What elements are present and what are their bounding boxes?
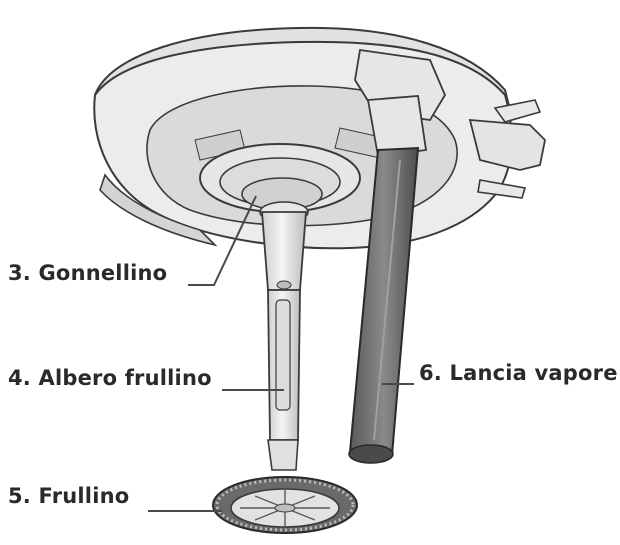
shaft-neck: [267, 439, 299, 471]
whisk: [212, 476, 358, 534]
label-albero-frullino: 4. Albero frullino: [8, 366, 212, 390]
wand-highlight: [373, 159, 401, 441]
leader-gonnellino: [188, 195, 257, 286]
shaft-slot: [275, 299, 291, 411]
wand-tip: [348, 444, 394, 464]
wand-collar: [366, 95, 428, 157]
side-connector-arm-lower: [477, 179, 527, 199]
leader-lines: [148, 195, 414, 512]
label-frullino: 5. Frullino: [8, 484, 130, 508]
shaft-pin: [276, 280, 292, 290]
whisk-hub: [274, 503, 296, 513]
side-connector: [468, 118, 546, 171]
skirt-hub: [199, 143, 361, 223]
shaft-upper: [261, 211, 307, 291]
whisk-shaft: [261, 211, 307, 471]
whisk-coil-texture: [215, 478, 355, 532]
side-connector-arm: [493, 99, 542, 123]
label-lancia-vapore: 6. Lancia vapore: [419, 361, 618, 385]
housing-front-cutaway: [99, 173, 218, 247]
housing: [93, 26, 546, 250]
label-gonnellino: 3. Gonnellino: [8, 261, 168, 285]
steam-wand: [348, 95, 428, 464]
